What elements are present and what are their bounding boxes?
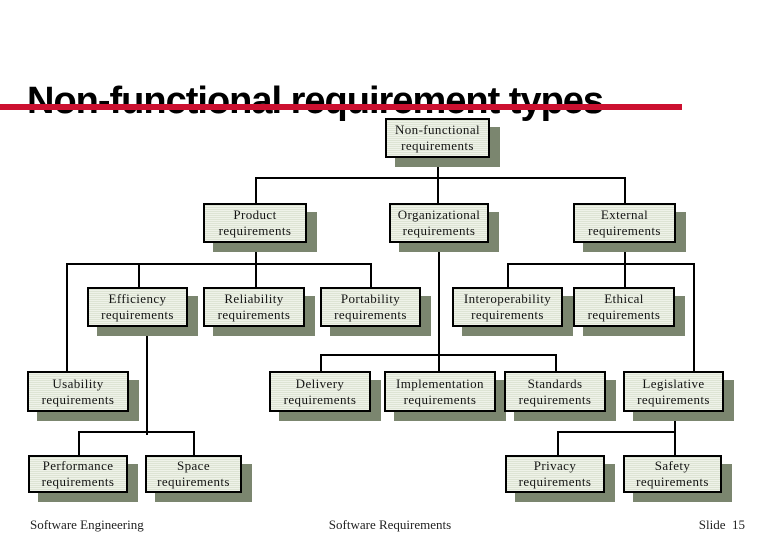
node-label: requirements <box>41 391 115 407</box>
node-label: Safety <box>654 458 691 473</box>
connector-line <box>693 263 695 373</box>
node-label: requirements <box>41 474 115 489</box>
node-label: Legislative <box>642 375 705 391</box>
node-label: requirements <box>588 223 661 238</box>
node-label: requirements <box>471 307 544 322</box>
connector-line <box>255 177 257 205</box>
node-label: Non-functional <box>394 122 481 137</box>
connector-line <box>437 158 439 205</box>
node-label: requirements <box>403 391 477 407</box>
footer-course: Software Engineering <box>30 517 144 532</box>
connector-line <box>320 354 322 374</box>
connector-line <box>624 243 626 290</box>
connector-line <box>66 263 372 265</box>
node-label: Standards <box>527 375 583 391</box>
node-label: requirements <box>218 223 292 238</box>
connector-line <box>78 431 80 458</box>
connector-line <box>438 243 440 373</box>
node-label: Portability <box>340 291 401 306</box>
page-title: Non-functional requirement types <box>27 80 604 123</box>
footer: Software Engineering Software Requiremen… <box>0 517 780 537</box>
node-label: Implementation <box>396 375 484 391</box>
node-label: Privacy <box>533 458 577 473</box>
node-label: Reliability <box>224 291 284 306</box>
connector-line <box>146 327 148 435</box>
connector-line <box>674 412 676 458</box>
connector-line <box>66 263 68 373</box>
node-label: Performance <box>42 458 114 473</box>
node-label: requirements <box>401 138 474 153</box>
node-label: requirements <box>334 307 407 322</box>
node-label: requirements <box>636 474 709 489</box>
node-label: requirements <box>217 307 291 322</box>
connector-line <box>255 177 626 179</box>
connector-line <box>624 177 626 205</box>
node-label: requirements <box>157 474 230 489</box>
node-label: Space <box>176 458 211 473</box>
node-label: requirements <box>402 223 476 238</box>
footer-chapter: Software Requirements <box>328 517 452 532</box>
connector-line <box>557 431 676 433</box>
node-label: Efficiency <box>108 291 167 306</box>
connector-line <box>320 354 557 356</box>
connector-line <box>78 431 195 433</box>
node-label: requirements <box>637 391 710 407</box>
node-label: requirements <box>518 391 592 407</box>
connector-line <box>555 354 557 374</box>
node-label: Usability <box>52 375 104 391</box>
node-label: Delivery <box>295 375 345 391</box>
footer-slide-number: Slide 15 <box>698 517 745 532</box>
connector-line <box>370 263 372 290</box>
node-label: requirements <box>101 307 174 322</box>
node-label: Interoperability <box>463 291 552 306</box>
connector-line <box>255 243 257 290</box>
connector-line <box>193 431 195 458</box>
connector-line <box>507 263 695 265</box>
node-label: External <box>600 207 649 222</box>
connector-line <box>557 431 559 458</box>
connector-line <box>507 263 509 290</box>
node-label: Product <box>233 207 277 222</box>
node-label: Ethical <box>604 291 644 306</box>
node-label: requirements <box>283 391 357 407</box>
connector-line <box>138 263 140 290</box>
node-label: requirements <box>587 307 661 322</box>
node-label: requirements <box>518 474 592 489</box>
node-label: Organizational <box>397 207 481 222</box>
title-underline <box>0 104 682 110</box>
